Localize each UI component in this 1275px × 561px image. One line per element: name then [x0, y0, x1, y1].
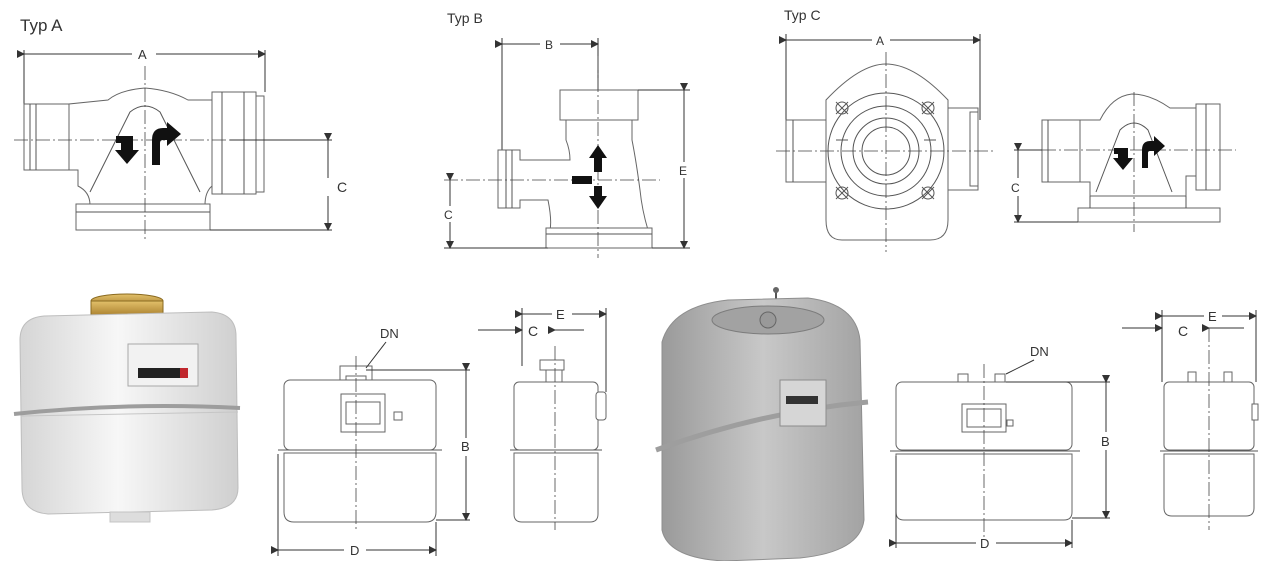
meter-1-dim-c: C	[528, 323, 538, 339]
typ-a-dim-c: C	[337, 179, 347, 195]
meter-2-dim-e: E	[1208, 309, 1217, 324]
typ-a-dim-a: A	[138, 47, 147, 62]
typ-b-dim-b: B	[545, 38, 553, 52]
meter-2-front-view-drawing: DN B D	[889, 344, 1110, 551]
meter-2-dim-d: D	[980, 536, 989, 551]
typ-b-dim-c: C	[444, 208, 453, 222]
typ-b-title: Typ B	[447, 10, 483, 26]
meter-2-dim-dn: DN	[1030, 344, 1049, 359]
gas-meter-photo-grey	[655, 287, 869, 561]
meter-2-dim-b: B	[1101, 434, 1110, 449]
typ-a-fitting-drawing: Typ A A C	[14, 16, 347, 240]
meter-1-side-view-drawing: E C	[478, 307, 607, 530]
meter-1-dim-dn: DN	[380, 326, 399, 341]
typ-b-dim-e: E	[679, 164, 687, 178]
gas-meter-photo-white	[13, 293, 241, 523]
typ-a-title: Typ A	[20, 16, 63, 35]
typ-c-fitting-drawing: Typ C A	[776, 7, 1236, 252]
typ-b-fitting-drawing: Typ B B E C	[444, 10, 690, 258]
typ-c-dim-a: A	[876, 34, 884, 48]
typ-c-title: Typ C	[784, 7, 821, 23]
meter-1-dim-b: B	[461, 439, 470, 454]
meter-2-side-view-drawing: E C	[1122, 309, 1259, 530]
meter-1-front-view-drawing: DN B D	[271, 326, 470, 558]
meter-1-dim-d: D	[350, 543, 359, 558]
meter-2-dim-c: C	[1178, 323, 1188, 339]
meter-1-dim-e: E	[556, 307, 565, 322]
typ-c-dim-c: C	[1011, 181, 1020, 195]
